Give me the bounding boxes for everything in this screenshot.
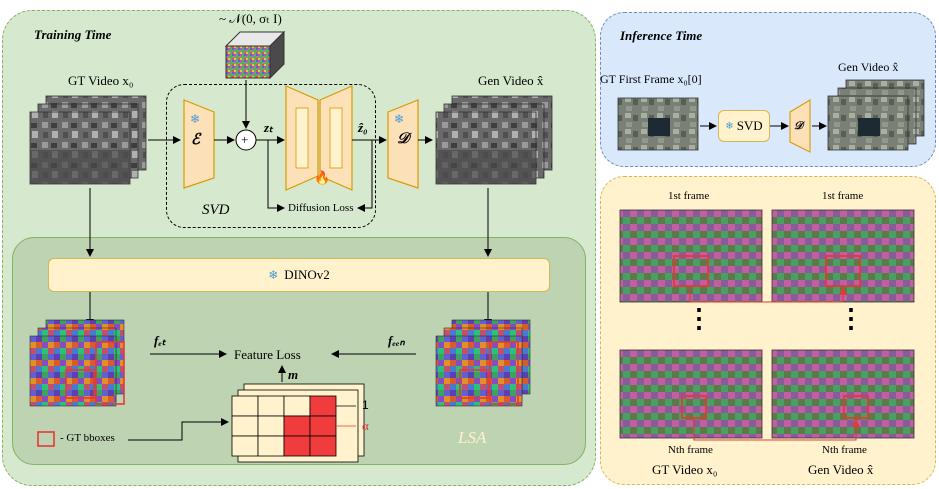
gen-video-label: Gen Video x̂	[478, 73, 544, 88]
plus-label: +	[241, 132, 249, 147]
bbox-legend-label: - GT bboxes	[60, 432, 115, 444]
inference-svd-frozen-icon: ❄	[725, 120, 734, 132]
vis-nth-frame-right-label: Nth frame	[822, 444, 867, 456]
training-title: Training Time	[34, 27, 112, 42]
svd-label: SVD	[202, 202, 230, 218]
vis-nth-frame-left-label: Nth frame	[668, 444, 713, 456]
dinov2-block: ❄ DINOv2	[48, 258, 550, 292]
vis-gt-nth-frame	[619, 349, 763, 439]
z-t-label: zₜ	[264, 120, 273, 135]
encoder-label: ℰ	[191, 132, 201, 148]
decoder-frozen-icon: ❄	[394, 112, 405, 126]
z0-hat-label: ẑ₀	[358, 120, 368, 135]
fire-icon: 🔥	[314, 170, 331, 185]
inference-gen-video-label: Gen Video x̂	[838, 60, 899, 74]
inference-title: Inference Time	[620, 28, 703, 43]
noise-distribution-label: ~ 𝒩(0, σₜ I)	[219, 11, 282, 26]
vis-gt-first-frame	[619, 209, 763, 303]
feature-loss-label: Feature Loss	[234, 347, 301, 362]
vis-first-frame-left-label: 1st frame	[668, 190, 710, 202]
inference-decoder-block	[789, 99, 811, 153]
encoder-frozen-icon: ❄	[190, 112, 201, 126]
unet-block	[285, 85, 353, 191]
gen-video-stack	[435, 95, 553, 185]
dinov2-frozen-icon: ❄	[268, 267, 279, 282]
vis-dots-right: ⋮	[838, 304, 864, 333]
gt-video-stack	[29, 95, 147, 185]
diffusion-loss-label: Diffusion Loss	[288, 202, 354, 214]
gt-feature-maps	[29, 319, 125, 407]
vis-dots-left: ⋮	[686, 304, 712, 333]
mask-grid	[231, 383, 365, 463]
vis-gen-nth-frame	[771, 349, 915, 439]
inference-svd-label: SVD	[736, 118, 763, 133]
inference-gen-video-stack	[827, 79, 925, 151]
mask-one-label: 1	[362, 398, 369, 412]
vis-gt-video-label: GT Video x₀	[652, 462, 718, 477]
mask-alpha-label: α	[362, 418, 369, 433]
bbox-legend-swatch	[37, 431, 55, 447]
vis-gen-first-frame	[771, 209, 915, 303]
decoder-block	[387, 99, 419, 189]
f-gen-label: fₑₑₙ	[388, 333, 405, 348]
mask-m-label: m	[288, 367, 299, 382]
decoder-label: 𝒟	[397, 131, 409, 147]
inference-svd-block: ❄ SVD	[718, 110, 770, 142]
vis-gen-video-label: Gen Video x̂	[808, 462, 874, 477]
noise-cube	[224, 30, 286, 80]
gen-feature-maps	[435, 319, 531, 407]
inference-decoder-label: 𝒟	[794, 120, 803, 132]
lsa-label: LSA	[458, 428, 487, 447]
svd-group-box	[166, 84, 376, 228]
inference-first-frame-label: GT First Frame x₀[0]	[600, 72, 702, 86]
gt-video-label: GT Video x₀	[68, 73, 134, 88]
encoder-block	[183, 99, 215, 189]
f-gt-label: fₑₜ	[154, 333, 166, 348]
dinov2-label: DINOv2	[284, 267, 330, 282]
inference-first-frame	[617, 97, 699, 151]
vis-first-frame-right-label: 1st frame	[822, 190, 864, 202]
